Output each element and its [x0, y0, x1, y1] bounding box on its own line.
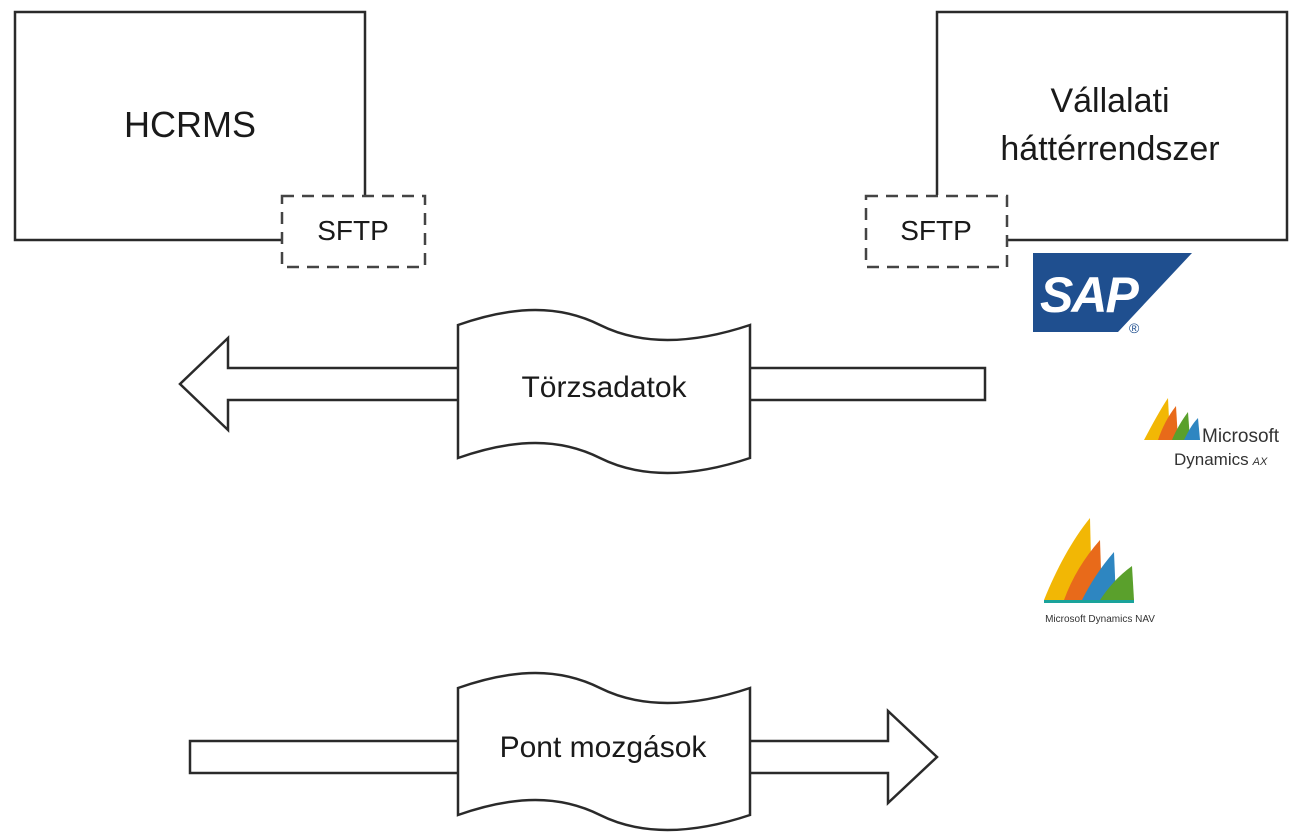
- master-data-label: Törzsadatok: [521, 371, 687, 404]
- master-data-flow: Törzsadatok: [178, 308, 987, 475]
- backend-sftp-box: [864, 194, 1009, 269]
- hcrms-sftp-label: SFTP: [317, 215, 389, 246]
- hcrms-title: HCRMS: [124, 104, 256, 145]
- dynamics-ax-line1: Microsoft: [1202, 426, 1280, 447]
- point-movements-label: Pont mozgások: [500, 731, 708, 764]
- dynamics-ax-icon: [1144, 398, 1200, 440]
- backend-box: [935, 10, 1289, 242]
- dynamics-ax-word: Dynamics: [1174, 450, 1249, 469]
- hcrms-box: [13, 10, 367, 242]
- sap-logo-registered-mark: ®: [1129, 320, 1140, 336]
- backend-system: Vállalati háttérrendszer: [935, 10, 1289, 242]
- hcrms-sftp-box: [280, 194, 427, 269]
- dynamics-nav-icon: [1044, 518, 1134, 603]
- sap-logo-shape: [1033, 253, 1192, 332]
- point-movements-flow: Pont mozgások: [188, 671, 939, 832]
- sap-logo: SAP ®: [1033, 253, 1192, 336]
- backend-title-line2: háttérrendszer: [1000, 130, 1219, 168]
- hcrms-sftp-port: SFTP: [280, 194, 427, 269]
- dynamics-nav-caption: Microsoft Dynamics NAV: [1045, 614, 1155, 625]
- backend-sftp-label: SFTP: [900, 215, 972, 246]
- dynamics-ax-suffix: AX: [1252, 456, 1268, 468]
- master-data-document: [456, 308, 752, 475]
- sap-logo-text: SAP: [1040, 267, 1139, 323]
- point-movements-document: [456, 671, 752, 832]
- backend-sftp-port: SFTP: [864, 194, 1009, 269]
- hcrms-system: HCRMS: [13, 10, 367, 242]
- dynamics-nav-logo: Microsoft Dynamics NAV: [1044, 518, 1155, 625]
- backend-title-line1: Vállalati: [1050, 82, 1169, 120]
